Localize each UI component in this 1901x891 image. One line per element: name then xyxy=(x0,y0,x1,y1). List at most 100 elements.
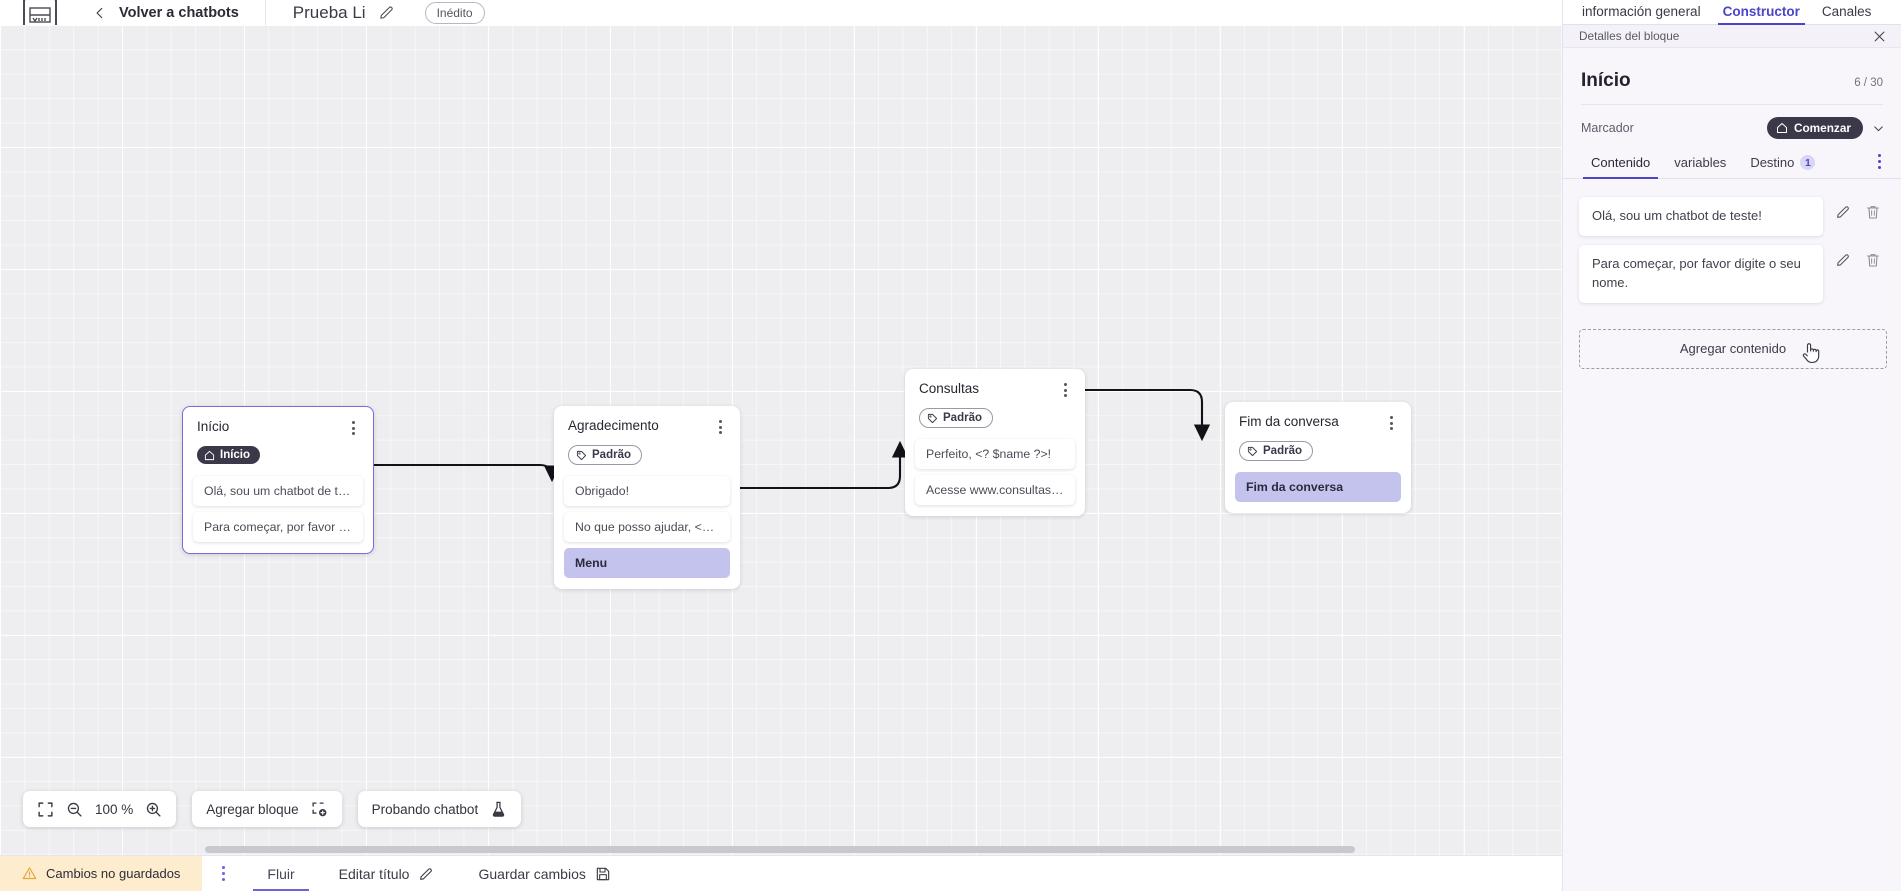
save-disk-icon xyxy=(596,867,610,880)
content-item: Olá, sou um chatbot de teste! xyxy=(1579,197,1887,236)
node-messages: Fim da conversa xyxy=(1225,462,1411,513)
node-message[interactable]: Fim da conversa xyxy=(1235,471,1401,502)
node-messages: Olá, sou um chatbot de teste! Para começ… xyxy=(183,466,373,553)
node-menu-button[interactable] xyxy=(1386,414,1397,432)
panel-top-tabs: información general Constructor Canales xyxy=(1563,0,1901,25)
tab-canales[interactable]: Canales xyxy=(1811,4,1883,24)
via-logo-icon[interactable] xyxy=(23,0,57,25)
content-item-list: Olá, sou um chatbot de teste! Para começ… xyxy=(1563,179,1901,303)
panel-content-tabs: Contenido variables Destino 1 xyxy=(1563,139,1901,179)
zoom-controls: 100 % xyxy=(23,791,177,827)
node-tag-label: Padrão xyxy=(592,449,631,461)
marcador-control: Comenzar xyxy=(1766,117,1885,139)
flow-node-fim-da-conversa[interactable]: Fim da conversa Padrão Fim da conversa xyxy=(1225,402,1411,513)
node-message[interactable]: Menu xyxy=(564,547,730,578)
panel-counter: 6 / 30 xyxy=(1854,77,1883,89)
status-badge: Inédito xyxy=(424,1,485,24)
node-message[interactable]: Para começar, por favor digite o ... xyxy=(193,511,363,542)
status-bar: Cambios no guardados Fluir Editar título… xyxy=(0,855,1562,891)
content-item-text[interactable]: Para começar, por favor digite o seu nom… xyxy=(1579,244,1823,303)
pencil-icon[interactable] xyxy=(1835,204,1851,220)
node-menu-button[interactable] xyxy=(715,418,726,436)
content-tabs-menu-button[interactable] xyxy=(1870,154,1889,178)
tab-variables[interactable]: variables xyxy=(1662,155,1738,178)
test-chatbot-button[interactable]: Probando chatbot xyxy=(357,791,522,827)
node-tag-label: Início xyxy=(220,449,251,461)
flow-node-agradecimento[interactable]: Agradecimento Padrão Obrigado! No que po… xyxy=(554,406,740,589)
canvas-horizontal-scrollbar[interactable] xyxy=(0,844,1562,855)
node-title: Início xyxy=(197,419,230,434)
add-block-icon xyxy=(312,801,326,816)
node-message[interactable]: Perfeito, <? $name ?>! xyxy=(915,438,1075,469)
tab-informacion-general-label: información general xyxy=(1582,4,1701,19)
content-item: Para começar, por favor digite o seu nom… xyxy=(1579,244,1887,303)
flow-node-inicio[interactable]: Início Início Olá, sou um chatbot de tes… xyxy=(182,406,374,554)
tab-fluir-label: Fluir xyxy=(267,865,295,882)
node-title: Agradecimento xyxy=(568,418,659,433)
chevron-left-icon xyxy=(96,7,103,18)
tab-canales-label: Canales xyxy=(1821,4,1872,19)
tag-icon xyxy=(927,413,938,423)
trash-icon[interactable] xyxy=(1865,252,1881,268)
pencil-icon[interactable] xyxy=(378,4,395,21)
tag-icon xyxy=(1247,446,1258,456)
tab-constructor[interactable]: Constructor xyxy=(1712,4,1811,25)
node-header: Consultas Padrão xyxy=(905,369,1085,429)
add-content-button[interactable]: Agregar contenido xyxy=(1579,328,1887,369)
pencil-icon xyxy=(420,867,433,880)
flow-node-consultas[interactable]: Consultas Padrão Perfeito, <? $name ?>! … xyxy=(905,369,1085,516)
tab-destino[interactable]: Destino 1 xyxy=(1738,155,1827,178)
flask-icon xyxy=(492,801,505,817)
canvas-toolbar: 100 % Agregar bloque Probando chatbot xyxy=(23,791,522,827)
home-icon xyxy=(1776,123,1787,133)
document-title-group: Prueba Li Inédito xyxy=(293,1,485,24)
marcador-label: Marcador xyxy=(1581,121,1634,135)
tab-destino-label: Destino xyxy=(1750,155,1795,170)
node-header: Fim da conversa Padrão xyxy=(1225,402,1411,462)
zoom-in-icon[interactable] xyxy=(145,801,162,818)
node-tag: Padrão xyxy=(1239,441,1313,461)
back-to-chatbots-label: Volver a chatbots xyxy=(119,4,239,21)
panel-title: Início xyxy=(1581,70,1631,91)
node-tag-label: Padrão xyxy=(1263,445,1302,457)
node-message[interactable]: Obrigado! xyxy=(564,475,730,506)
panel-subheader-label: Detalles del bloque xyxy=(1579,29,1680,43)
zoom-level-label: 100 % xyxy=(95,801,134,817)
node-header: Agradecimento Padrão xyxy=(554,406,740,466)
back-to-chatbots-link[interactable]: Volver a chatbots xyxy=(93,5,239,21)
fit-screen-icon[interactable] xyxy=(37,801,54,818)
save-changes-button[interactable]: Guardar cambios xyxy=(456,856,632,891)
tab-contenido-label: Contenido xyxy=(1591,155,1651,170)
flow-canvas[interactable]: Início Início Olá, sou um chatbot de tes… xyxy=(0,25,1562,855)
node-message[interactable]: No que posso ajudar, <? $name ... xyxy=(564,511,730,542)
pencil-icon[interactable] xyxy=(1835,252,1851,268)
node-tag: Padrão xyxy=(568,445,642,465)
edit-title-button[interactable]: Editar título xyxy=(317,856,457,891)
content-item-text[interactable]: Olá, sou um chatbot de teste! xyxy=(1579,197,1823,236)
add-content-label: Agregar contenido xyxy=(1679,341,1787,357)
tab-informacion-general[interactable]: información general xyxy=(1571,4,1712,24)
tab-contenido[interactable]: Contenido xyxy=(1579,155,1662,179)
statusbar-menu-button[interactable] xyxy=(202,856,245,891)
scrollbar-thumb[interactable] xyxy=(205,846,1355,853)
tab-fluir[interactable]: Fluir xyxy=(245,856,316,891)
node-tag: Início xyxy=(197,446,261,464)
chevron-down-icon[interactable] xyxy=(1872,122,1885,135)
node-menu-button[interactable] xyxy=(348,419,359,437)
close-icon[interactable] xyxy=(1872,29,1887,44)
node-message[interactable]: Olá, sou um chatbot de teste! xyxy=(193,475,363,506)
trash-icon[interactable] xyxy=(1865,204,1881,220)
node-message[interactable]: Acesse www.consultas.com par... xyxy=(915,474,1075,505)
unsaved-changes-indicator: Cambios no guardados xyxy=(0,856,203,891)
panel-subheader: Detalles del bloque xyxy=(1563,25,1901,48)
tab-destino-badge: 1 xyxy=(1800,155,1816,170)
marcador-row: Marcador Comenzar xyxy=(1563,105,1901,139)
zoom-out-icon[interactable] xyxy=(66,801,83,818)
add-block-button[interactable]: Agregar bloque xyxy=(192,791,342,827)
node-messages: Perfeito, <? $name ?>! Acesse www.consul… xyxy=(905,429,1085,516)
marcador-chip[interactable]: Comenzar xyxy=(1766,117,1863,139)
node-title: Consultas xyxy=(919,381,980,396)
edit-title-label: Editar título xyxy=(338,865,410,882)
node-menu-button[interactable] xyxy=(1060,381,1071,399)
